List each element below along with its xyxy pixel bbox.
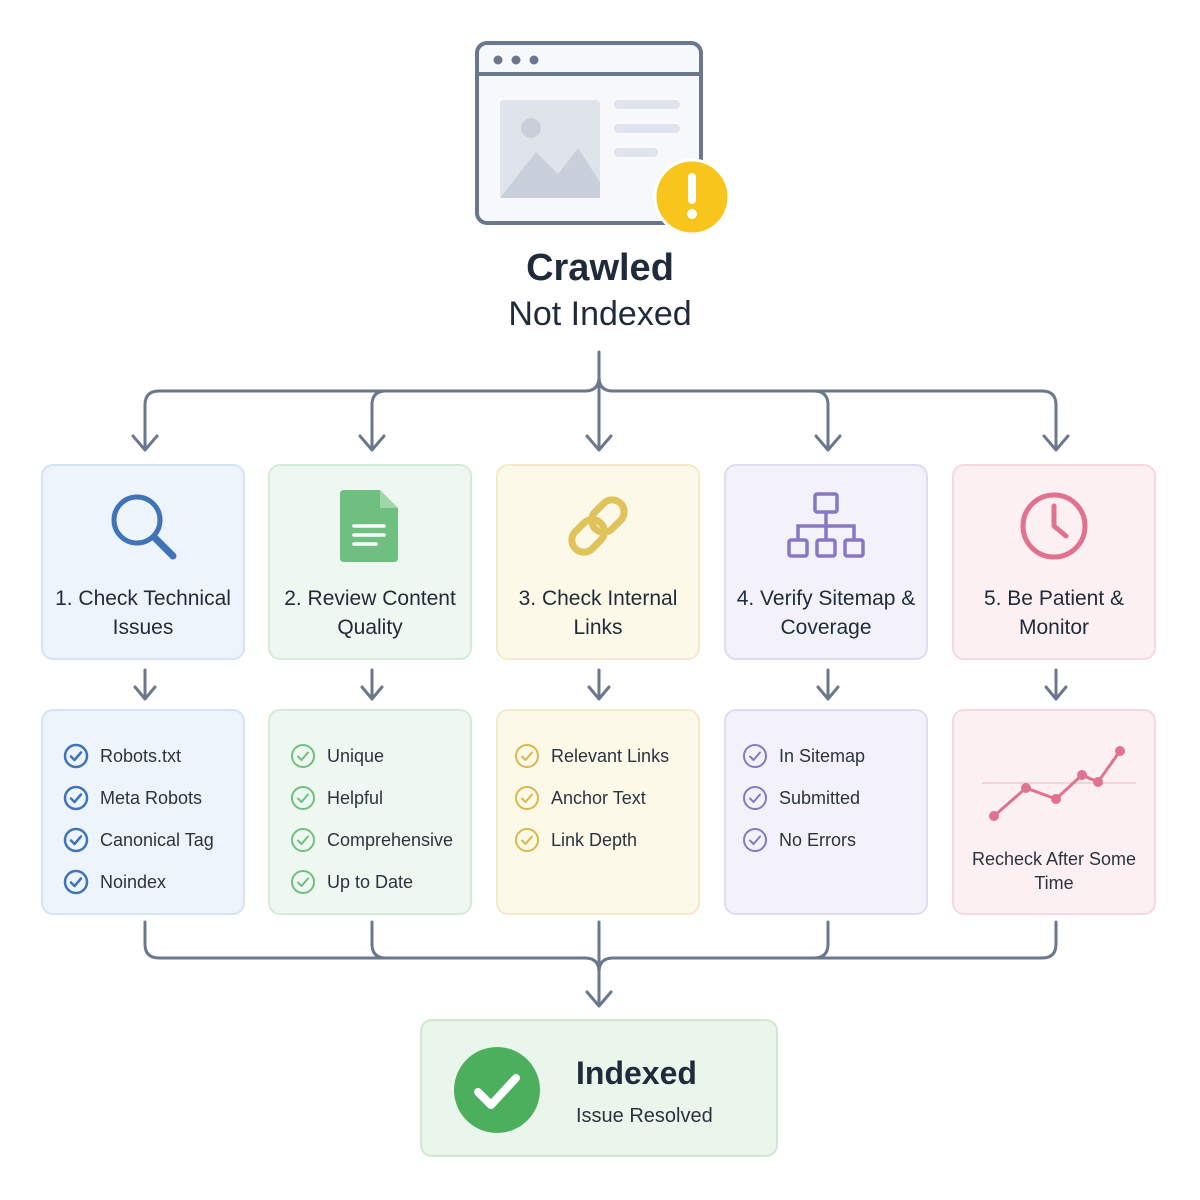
list-item: Robots.txt — [63, 735, 214, 777]
checkmark-circle-icon — [454, 1047, 540, 1133]
checklist-label: Submitted — [779, 787, 861, 808]
checklist-technical: Robots.txt Meta Robots Canonical Tag Noi… — [41, 709, 245, 915]
checklist-label: No Errors — [779, 829, 857, 850]
list-item: Canonical Tag — [63, 819, 214, 861]
step-card-content: 2. Review Content Quality — [268, 464, 472, 660]
result-card: Indexed Issue Resolved — [420, 1019, 778, 1157]
list-item: Unique — [290, 735, 453, 777]
checklist-label: Meta Robots — [100, 787, 203, 808]
step-label: 1. Check Technical Issues — [55, 587, 231, 639]
check-circle-icon — [515, 786, 539, 810]
checklist-label: Unique — [327, 745, 385, 766]
clock-icon — [954, 490, 1154, 562]
check-circle-icon — [63, 785, 89, 811]
checklist-label: Anchor Text — [551, 787, 646, 808]
check-circle-icon — [63, 743, 89, 769]
check-circle-icon — [63, 869, 89, 895]
trend-line-chart-icon — [982, 746, 1136, 821]
step-card-technical: 1. Check Technical Issues — [41, 464, 245, 660]
step-label: 2. Review Content Quality — [284, 587, 456, 639]
checklist-label: Noindex — [100, 871, 167, 892]
list-item: Anchor Text — [514, 777, 669, 819]
list-item: Submitted — [742, 777, 865, 819]
check-circle-icon — [515, 828, 539, 852]
result-subtitle: Issue Resolved — [576, 1105, 713, 1127]
recheck-note: Recheck After Some Time — [971, 849, 1137, 893]
check-circle-icon — [291, 828, 315, 852]
checklist-label: Link Depth — [551, 829, 638, 850]
list-item: In Sitemap — [742, 735, 865, 777]
list-item: Helpful — [290, 777, 453, 819]
check-circle-icon — [63, 827, 89, 853]
page-title: Crawled — [526, 247, 674, 289]
step-card-links: 3. Check Internal Links — [496, 464, 700, 660]
list-item: Noindex — [63, 861, 214, 903]
checklist-label: Helpful — [327, 787, 384, 808]
chain-link-icon — [498, 490, 698, 562]
magnifier-icon — [43, 490, 243, 562]
step-card-monitor: 5. Be Patient & Monitor — [952, 464, 1156, 660]
list-item: Link Depth — [514, 819, 669, 861]
browser-window-warning-icon — [475, 41, 731, 236]
list-item: Up to Date — [290, 861, 453, 903]
document-icon — [270, 490, 470, 562]
checklist-label: Relevant Links — [551, 745, 670, 766]
checklist-label: Up to Date — [327, 871, 414, 892]
result-title: Indexed — [576, 1055, 697, 1091]
step-label: 5. Be Patient & Monitor — [983, 587, 1125, 639]
checklist-label: Comprehensive — [327, 829, 454, 850]
checklist-links: Relevant Links Anchor Text Link Depth — [496, 709, 700, 915]
step-label: 4. Verify Sitemap & Coverage — [736, 587, 916, 639]
step-label: 3. Check Internal Links — [518, 587, 678, 639]
checklist-label: Robots.txt — [100, 745, 182, 766]
checklist-sitemap: In Sitemap Submitted No Errors — [724, 709, 928, 915]
step-card-sitemap: 4. Verify Sitemap & Coverage — [724, 464, 928, 660]
check-circle-icon — [743, 828, 767, 852]
check-circle-icon — [291, 870, 315, 894]
check-circle-icon — [743, 786, 767, 810]
check-circle-icon — [515, 744, 539, 768]
check-circle-icon — [291, 744, 315, 768]
list-item: Relevant Links — [514, 735, 669, 777]
sitemap-icon — [726, 490, 926, 562]
list-item: Comprehensive — [290, 819, 453, 861]
checklist-label: In Sitemap — [779, 745, 866, 766]
list-item: No Errors — [742, 819, 865, 861]
checklist-content: Unique Helpful Comprehensive Up to Date — [268, 709, 472, 915]
page-subtitle: Not Indexed — [508, 295, 692, 333]
list-item: Meta Robots — [63, 777, 214, 819]
monitor-panel: Recheck After Some Time — [952, 709, 1156, 915]
checklist-label: Canonical Tag — [100, 829, 214, 850]
check-circle-icon — [291, 786, 315, 810]
check-circle-icon — [743, 744, 767, 768]
